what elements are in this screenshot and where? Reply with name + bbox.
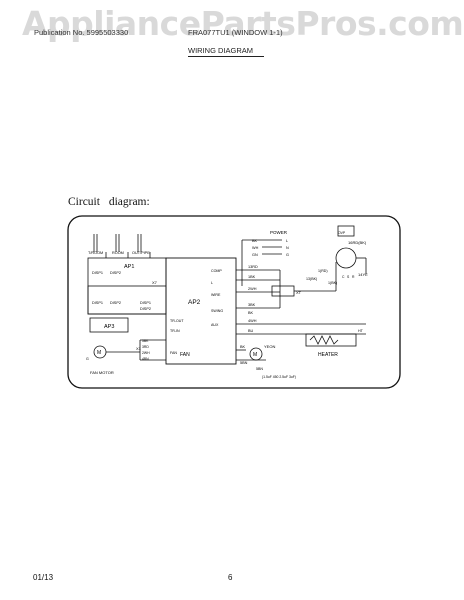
wire-label: 2WH	[248, 287, 257, 291]
disp-label: DISP1	[92, 271, 103, 275]
connector-x7: X7	[152, 280, 158, 285]
swing-motor-symbol: M	[253, 352, 257, 358]
power-wire: GN	[252, 253, 258, 257]
disp-label: DISP2	[110, 271, 121, 275]
wire-label: 3BK	[248, 303, 256, 307]
heater-label: HEATER	[318, 352, 338, 358]
wire-label: 5BN	[240, 361, 248, 365]
ap2-pin: TR-IN	[170, 329, 180, 333]
fan-wire: 3RD	[142, 345, 149, 349]
compressor	[294, 225, 367, 292]
ap2-pin: AUX	[211, 323, 219, 327]
fan-wire: 4BN	[142, 357, 149, 361]
ap2-pin: FAN	[170, 351, 177, 355]
wiring-diagram: T/ROOM ROOM OUT/PIPE DISP1 DISP2 AP1 DIS…	[67, 215, 401, 389]
fan-motor-symbol: M	[97, 350, 101, 356]
board-ap2-label: AP2	[188, 299, 201, 306]
wire-label: 1(RD)	[318, 269, 328, 273]
page-number: 6	[228, 573, 233, 582]
fan-wire: 2WH	[142, 351, 150, 355]
ap2-pin: L	[211, 281, 213, 285]
wire-label: 5BN	[256, 367, 263, 371]
terminal-block-xt	[271, 285, 295, 297]
sensor-label: T/ROOM	[88, 251, 103, 255]
board-ap1-label: AP1	[124, 264, 134, 270]
wire-label: 13RD	[248, 265, 258, 269]
power-term: L	[286, 239, 288, 243]
compressor-tag: C	[342, 275, 345, 279]
disp-label: DISP1	[92, 301, 103, 305]
compressor-tag: S	[347, 275, 350, 279]
power-term: N	[286, 246, 289, 250]
power-ground: G	[286, 253, 289, 257]
diagram-border	[67, 215, 401, 389]
disp-label: DISP1	[140, 301, 151, 305]
connector-x1: X1	[136, 346, 142, 351]
board-ap2	[165, 257, 237, 365]
title-underline	[188, 56, 264, 57]
fan-motor-ground: G	[86, 357, 89, 361]
ap2-pin: WIRE	[211, 293, 221, 297]
sensor-group	[87, 234, 167, 315]
ap2-pin: TR-OUT	[170, 319, 184, 323]
fan-motor-label: FAN MOTOR	[90, 370, 114, 375]
wire-label: BU	[248, 329, 254, 333]
swing-motor-label: YEON	[264, 344, 275, 349]
wire-label: BK	[248, 311, 254, 315]
wire-label: 4WH	[248, 319, 257, 323]
ap2-pin: SWING	[211, 309, 223, 313]
watermark: AppliancePartsPros.com	[22, 4, 464, 43]
disp-label: DISP2	[140, 307, 151, 311]
fan-wire: 5BK	[142, 339, 149, 343]
section-label: Circuit diagram:	[68, 196, 150, 208]
fan-tag: FAN	[180, 352, 190, 358]
swing-motor	[249, 347, 263, 361]
compressor-cap: 14YE	[358, 272, 368, 277]
power-wire: WH	[252, 246, 259, 250]
wire-label: 1(BK)	[328, 281, 337, 285]
sensor-label: ROOM	[112, 251, 124, 255]
page-title: WIRING DIAGRAM	[188, 46, 253, 55]
publication-number: Publication No. 5995503330	[34, 28, 129, 37]
terminal-xt-label: XT	[296, 290, 302, 295]
board-ap3	[89, 317, 129, 333]
compressor-tag: R	[352, 275, 355, 279]
power-title: POWER	[270, 230, 288, 235]
wire-label: 1BK	[248, 275, 256, 279]
disp-label: DISP2	[110, 301, 121, 305]
capacitor-label: (1.5uF 450 2.5uF 3uF)	[262, 375, 296, 379]
wire-label: 13(BK)	[306, 277, 317, 281]
ap2-pin: COMP	[211, 269, 222, 273]
sensor-label: OUT/PIPE	[132, 251, 150, 255]
board-ap3-label: AP3	[104, 324, 114, 330]
heater	[305, 333, 357, 347]
footer-date: 01/13	[33, 573, 54, 582]
compressor-label: 16RD(BK)	[348, 240, 367, 245]
compressor-ol: OVP	[338, 231, 346, 235]
power-wire: BK	[252, 239, 258, 243]
model-info: FRA077TU1 (WINDOW 1-1)	[188, 28, 283, 37]
heater-tag: HT	[358, 329, 364, 333]
wire-label: BK	[240, 345, 246, 349]
